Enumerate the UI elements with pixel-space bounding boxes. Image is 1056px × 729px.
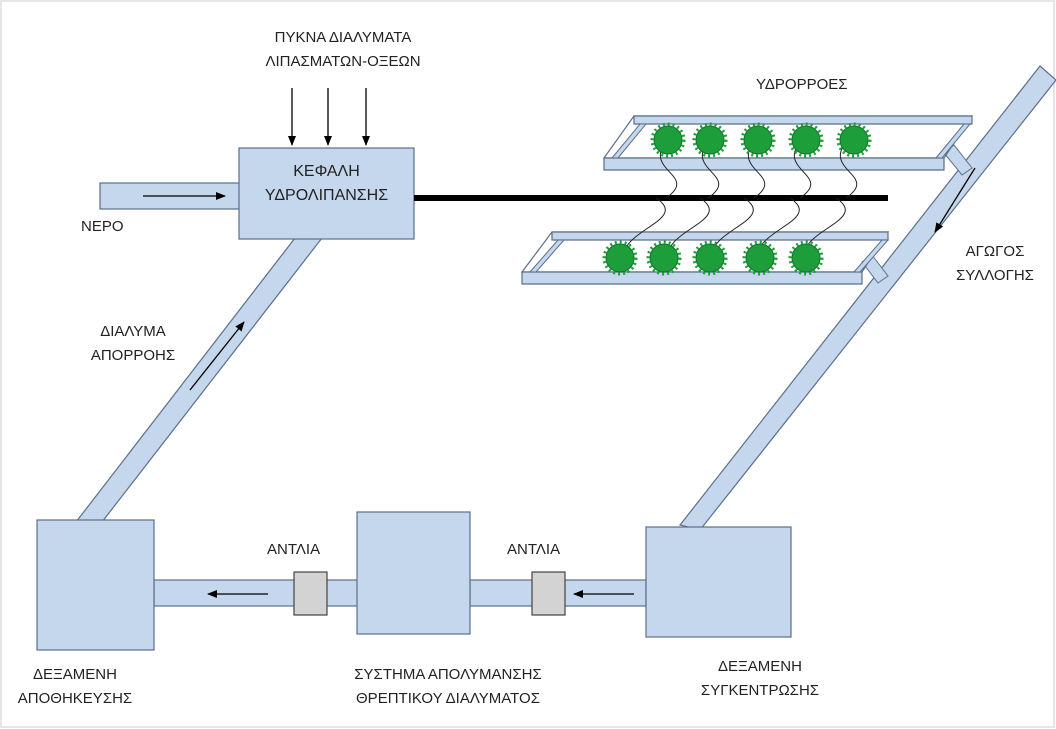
- concentrated-solutions-line1: ΠΥΚΝΑ ΔΙΑΛΥΜΑΤΑ: [274, 29, 412, 46]
- storage-tank-line2: ΑΠΟΘΗΚΕΥΣΗΣ: [17, 690, 133, 707]
- disinfection-system: [356, 511, 471, 635]
- fertigation-head-label: ΚΕΦΑΛΗ ΥΔΡΟΛΙΠΑΝΣΗΣ: [239, 160, 414, 208]
- bottom-left-pipe: [153, 579, 361, 607]
- storage-tank-line1: ΔΕΞΑΜΕΝΗ: [33, 666, 117, 683]
- disinfection-line1: ΣΥΣΤΗΜΑ ΑΠΟΛΥΜΑΝΣΗΣ: [354, 666, 542, 683]
- water-label: ΝΕΡΟ: [81, 218, 124, 235]
- fertigation-head-box: [238, 147, 415, 240]
- pump-right: [531, 571, 566, 616]
- gutters-label: ΥΔΡΟΡΡΟΕΣ: [756, 76, 848, 93]
- pump-left-label: ΑΝΤΛΙΑ: [267, 541, 321, 558]
- pump-left: [293, 571, 328, 616]
- plants: [605, 125, 869, 273]
- collection-tank-line2: ΣΥΓΚΕΝΤΡΩΣΗΣ: [700, 682, 820, 699]
- drain-solution-line2: ΑΠΟΡΡΟΗΣ: [90, 347, 176, 364]
- collector-flow-arrow: [934, 167, 976, 233]
- drain-solution-line1: ΔΙΑΛΥΜΑ: [100, 323, 166, 340]
- head-line1: ΚΕΦΑΛΗ: [293, 163, 360, 180]
- disinfection-label: ΣΥΣΤΗΜΑ ΑΠΟΛΥΜΑΝΣΗΣ ΘΡΕΠΤΙΚΟΥ ΔΙΑΛΥΜΑΤΟΣ: [318, 663, 578, 711]
- drain-solution-label: ΔΙΑΛΥΜΑ ΑΠΟΡΡΟΗΣ: [68, 320, 198, 368]
- pump-right-label: ΑΝΤΛΙΑ: [507, 541, 561, 558]
- collection-tank-line1: ΔΕΞΑΜΕΝΗ: [718, 658, 802, 675]
- collector-label: ΑΓΩΓΟΣ ΣΥΛΛΟΓΗΣ: [940, 240, 1050, 288]
- storage-tank-label: ΔΕΞΑΜΕΝΗ ΑΠΟΘΗΚΕΥΣΗΣ: [5, 663, 145, 711]
- concentrated-solutions-line2: ΛΙΠΑΣΜΑΤΩΝ-ΟΞΕΩΝ: [265, 53, 421, 70]
- disinfection-line2: ΘΡΕΠΤΙΚΟΥ ΔΙΑΛΥΜΑΤΟΣ: [356, 690, 540, 707]
- collector-line2: ΣΥΛΛΟΓΗΣ: [956, 267, 1034, 284]
- collector-line1: ΑΓΩΓΟΣ: [965, 243, 1025, 260]
- storage-tank: [36, 519, 155, 651]
- collector-pipe: [678, 65, 1056, 531]
- concentrated-solutions-label: ΠΥΚΝΑ ΔΙΑΛΥΜΑΤΑ ΛΙΠΑΣΜΑΤΩΝ-ΟΞΕΩΝ: [228, 26, 458, 74]
- collection-tank-label: ΔΕΞΑΜΕΝΗ ΣΥΓΚΕΝΤΡΩΣΗΣ: [670, 655, 850, 703]
- drain-pipe: [74, 237, 324, 523]
- drain-flow-arrow: [189, 321, 245, 391]
- collection-tank: [645, 526, 792, 638]
- head-line2: ΥΔΡΟΛΙΠΑΝΣΗΣ: [264, 187, 389, 204]
